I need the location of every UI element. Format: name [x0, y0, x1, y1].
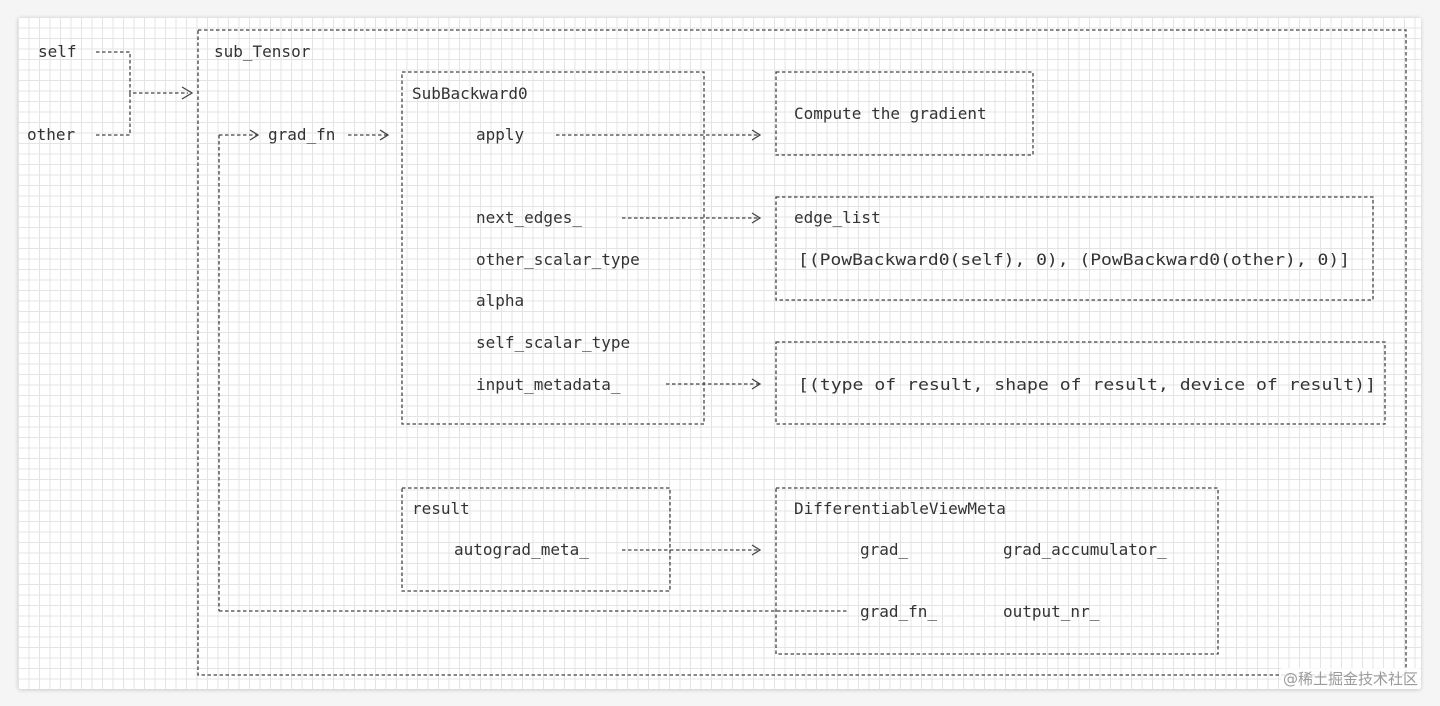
- sub-tensor-frame: [197, 29, 1407, 676]
- result-title: result: [412, 499, 470, 518]
- autograd-meta-arrow-head: [751, 544, 762, 556]
- view-meta-output-nr: output_nr_: [1003, 602, 1100, 621]
- grad-fn-arrow-head: [249, 129, 260, 141]
- diagram-labels: self other sub_Tensor grad_fn SubBackwar…: [27, 42, 1376, 621]
- field-next-edges: next_edges_: [476, 208, 582, 227]
- edge-list-title: edge_list: [794, 208, 881, 227]
- field-alpha: alpha: [476, 291, 524, 310]
- field-apply: apply: [476, 125, 525, 144]
- ascii-diagram: self other sub_Tensor grad_fn SubBackwar…: [27, 29, 1407, 676]
- view-meta-grad-fn: grad_fn_: [860, 602, 937, 621]
- compute-frame: [775, 71, 1034, 156]
- subbackward-frame: [401, 71, 705, 425]
- field-self-scalar-type: self_scalar_type: [476, 333, 630, 352]
- watermark: @稀土掘金技术社区: [1280, 668, 1420, 689]
- input-metadata-arrow-head: [751, 378, 762, 390]
- edge-list-content: [(PowBackward0(self), 0), (PowBackward0(…: [798, 250, 1350, 269]
- self-connector: [96, 51, 188, 94]
- other-connector: [96, 93, 131, 136]
- view-meta-frame: [775, 487, 1219, 655]
- metadata-frame: [775, 341, 1386, 425]
- view-meta-grad: grad_: [860, 540, 909, 559]
- inputs-to-tensor-arrow: [181, 86, 194, 100]
- grad-fn-label: grad_fn: [268, 125, 335, 144]
- connector-lines: [96, 29, 1407, 676]
- input-self-label: self: [38, 42, 77, 61]
- edge-list-frame: [775, 196, 1374, 301]
- field-autograd-meta: autograd_meta_: [454, 540, 589, 559]
- next-edges-arrow-head: [751, 212, 762, 224]
- input-other-label: other: [27, 125, 76, 144]
- grad-fn-to-subbackward-head: [379, 129, 390, 141]
- apply-arrow-head: [751, 129, 762, 141]
- result-frame: [401, 487, 671, 592]
- metadata-content: [(type of result, shape of result, devic…: [798, 375, 1376, 394]
- sub-tensor-title: sub_Tensor: [214, 42, 311, 61]
- field-other-scalar-type: other_scalar_type: [476, 250, 640, 269]
- view-meta-title: DifferentiableViewMeta: [794, 499, 1006, 518]
- diagram-canvas: self other sub_Tensor grad_fn SubBackwar…: [18, 17, 1421, 689]
- subbackward-title: SubBackward0: [412, 84, 528, 103]
- view-meta-grad-accumulator: grad_accumulator_: [1003, 540, 1167, 559]
- field-input-metadata: input_metadata_: [476, 375, 621, 394]
- compute-text: Compute the gradient: [794, 104, 987, 123]
